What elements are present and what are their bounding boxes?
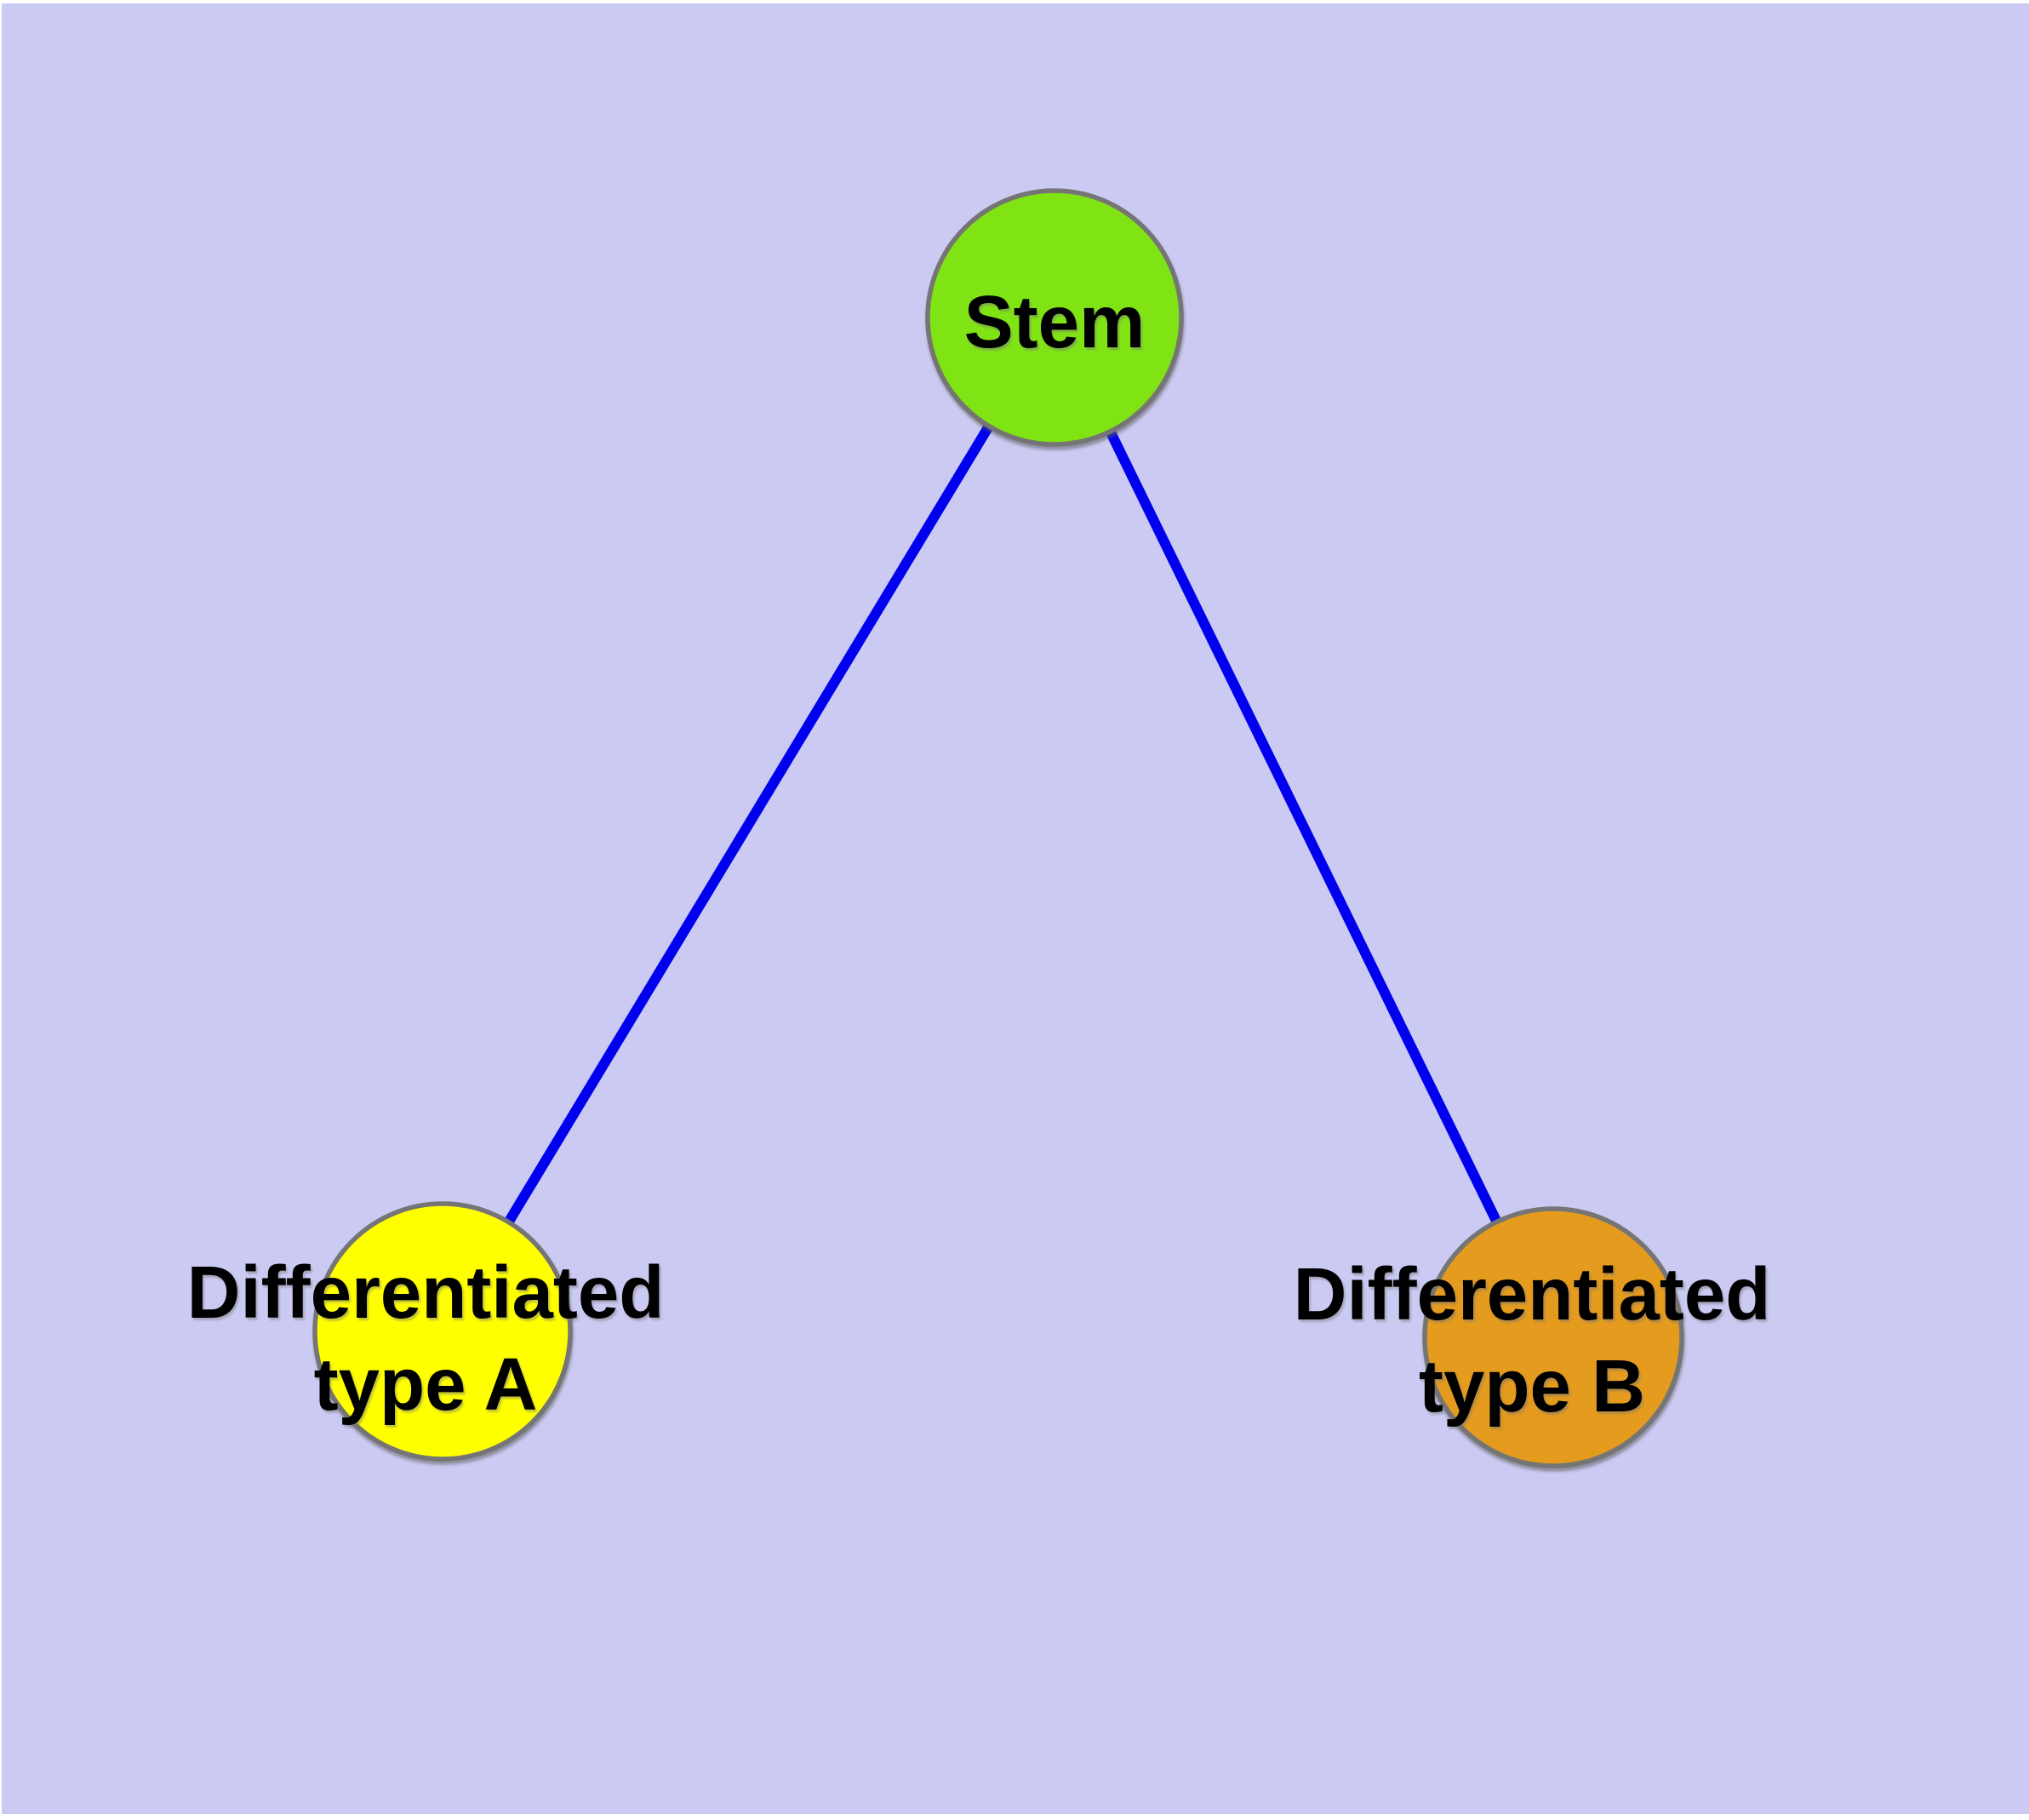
node-stem-circle bbox=[925, 188, 1184, 447]
node-type-b-circle bbox=[1422, 1206, 1684, 1468]
node-type-a-circle bbox=[312, 1201, 573, 1462]
node-type-a-label-line1: Differentiated bbox=[187, 1251, 665, 1334]
node-stem-label: Stem bbox=[964, 281, 1146, 363]
node-type-b-label-line1: Differentiated bbox=[1294, 1253, 1771, 1336]
node-type-b-label-line2: type B bbox=[1419, 1345, 1645, 1428]
edge-stem-to-type-b bbox=[1049, 315, 1558, 1340]
node-type-a-label-line2: type A bbox=[314, 1343, 538, 1426]
edge-stem-to-type-a bbox=[437, 314, 1060, 1335]
